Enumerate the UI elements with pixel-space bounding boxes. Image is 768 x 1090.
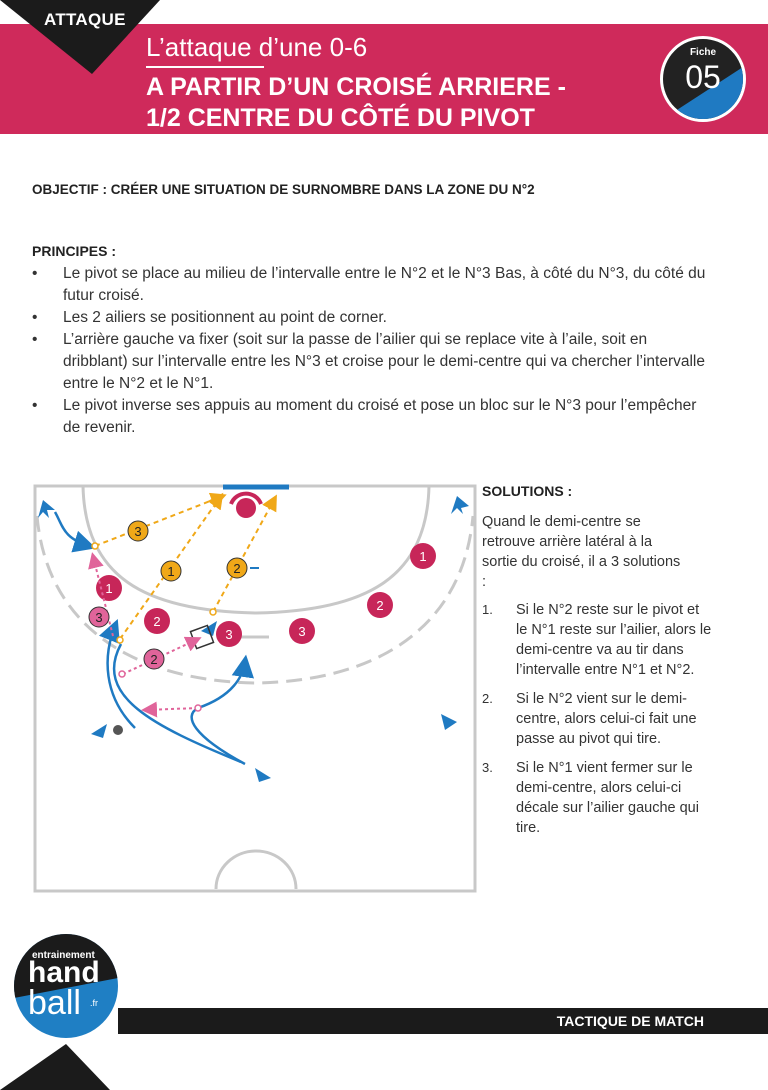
page-title: L’attaque d’une 0-6 [146, 32, 368, 62]
defender-2-left: 2 [144, 608, 170, 634]
center-circle [214, 849, 298, 890]
orange-label-2: 2 [226, 557, 248, 579]
tag-banner [0, 0, 160, 74]
defender-3-right: 3 [289, 618, 315, 644]
subtitle-line-2: 1/2 CENTRE DU CÔTÉ DU PIVOT [146, 104, 535, 132]
pink-point [118, 670, 126, 678]
logo-line-3: ball [28, 984, 81, 1022]
solutions-title: SOLUTIONS : [482, 483, 573, 499]
defender-label: 1 [419, 549, 426, 564]
header-band [0, 24, 768, 134]
logo-suffix: .fr [90, 998, 98, 1008]
title-underline [146, 66, 264, 68]
footer-label: TACTIQUE DE MATCH [556, 1013, 704, 1029]
orange-point [116, 636, 124, 644]
defender-1-right: 1 [410, 543, 436, 569]
section-tag: ATTAQUE [44, 10, 126, 29]
solution-number: 2. [482, 691, 493, 706]
page-subtitle: A PARTIR D’UN CROISÉ ARRIERE - 1/2 CENTR… [146, 72, 566, 134]
fiche-badge-shape [663, 67, 743, 119]
pink-point [194, 704, 202, 712]
defender-label: 3 [298, 624, 305, 639]
solution-item: 1. Si le N°2 reste sur le pivot et le N°1… [482, 600, 712, 680]
left-back-run [98, 619, 136, 729]
court-diagram: 1 2 3 3 2 1 3 1 2 3 2 [33, 484, 477, 893]
pink-label-3: 3 [88, 606, 110, 628]
principles-title: PRINCIPES : [32, 243, 117, 259]
logo-line-1: entrainement [32, 950, 95, 961]
orange-pass-3 [94, 492, 227, 547]
attacker-left-back [91, 724, 107, 738]
orange-pass-1 [119, 492, 224, 640]
left-back-cross [113, 643, 242, 764]
defender-1-left: 1 [96, 575, 122, 601]
attacker-right-back [441, 714, 457, 730]
objective: OBJECTIF : CRÉER UNE SITUATION DE SURNOM… [32, 182, 535, 197]
site-logo[interactable]: entrainement hand ball .fr [14, 934, 118, 1038]
subtitle-line-1: A PARTIR D’UN CROISÉ ARRIERE - [146, 73, 566, 101]
defender-2-right: 2 [367, 592, 393, 618]
footer-bar: TACTIQUE DE MATCH [118, 1008, 768, 1034]
principle-item: Le pivot se place au milieu de l’interva… [32, 263, 712, 307]
corner-decoration [0, 1044, 110, 1090]
principle-item: Le pivot inverse ses appuis au moment du… [32, 395, 712, 439]
principle-item: L’arrière gauche va fixer (soit sur la p… [32, 329, 712, 395]
fiche-badge: Fiche 05 [660, 36, 746, 122]
solutions-list: 1. Si le N°2 reste sur le pivot et le N°1… [482, 600, 712, 847]
orange-point [91, 542, 99, 550]
orange-point [209, 608, 217, 616]
defender-goalkeeper [229, 491, 263, 518]
free-throw-line [35, 515, 475, 685]
solution-text: Si le N°1 vient fermer sur le demi-centr… [516, 760, 699, 836]
pink-label-text: 3 [95, 610, 102, 625]
solution-item: 2. Si le N°2 vient sur le demi-centre, al… [482, 689, 712, 749]
solution-number: 1. [482, 602, 493, 617]
fiche-number: 05 [685, 59, 721, 95]
solution-text: Si le N°2 vient sur le demi-centre, alor… [516, 691, 697, 747]
orange-label-text: 3 [134, 524, 141, 539]
fiche-label: Fiche [689, 47, 717, 58]
defender-label: 3 [225, 627, 232, 642]
orange-label-1: 1 [160, 560, 182, 582]
principle-item: Les 2 ailiers se positionnent au point d… [32, 307, 712, 329]
solution-item: 3. Si le N°1 vient fermer sur le demi-cen… [482, 758, 712, 838]
orange-label-text: 1 [167, 564, 174, 579]
logo-line-2: hand [28, 956, 100, 989]
defender-label: 2 [153, 614, 160, 629]
defender-label: 1 [105, 581, 112, 596]
pink-label-text: 2 [150, 652, 157, 667]
pink-move-3 [141, 701, 199, 718]
orange-label-text: 2 [233, 561, 240, 576]
pink-move-1 [88, 552, 114, 637]
attacker-center-back [255, 768, 271, 782]
principles-list: Le pivot se place au milieu de l’interva… [32, 263, 712, 439]
court-boundary [33, 484, 477, 893]
pink-label-2: 2 [143, 648, 165, 670]
solution-text: Si le N°2 reste sur le pivot et le N°1 r… [516, 602, 712, 678]
attacker-right-wing [451, 496, 469, 514]
defender-3-left: 3 [216, 621, 242, 647]
logo-shape [14, 934, 118, 998]
attacker-left-wing [38, 500, 55, 518]
solutions-intro: Quand le demi-centre se retrouve arrière… [482, 514, 681, 590]
orange-label-3: 3 [127, 520, 149, 542]
solution-number: 3. [482, 760, 493, 775]
orange-pass-2 [212, 494, 277, 613]
ball-icon [113, 725, 123, 735]
left-wing-run [53, 511, 97, 553]
pink-move-2 [122, 636, 202, 675]
defender-label: 2 [376, 598, 383, 613]
